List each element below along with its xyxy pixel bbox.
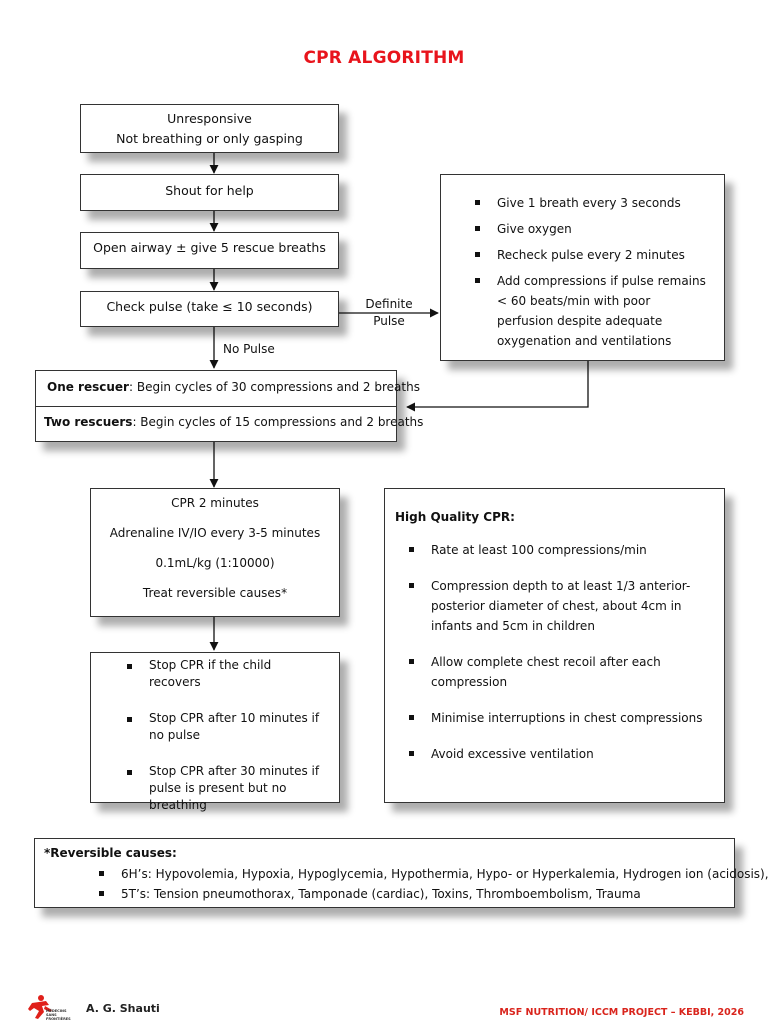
step-shout-for-help: Shout for help — [80, 174, 339, 211]
one-rescuer-text: : Begin cycles of 30 compressions and 2 … — [128, 380, 420, 394]
quality-item: Allow complete chest recoil after each c… — [409, 652, 712, 692]
cpr-2-minutes-box: CPR 2 minutes Adrenaline IV/IO every 3-5… — [90, 488, 340, 617]
reversible-causes-box: *Reversible causes: 6H’s: Hypovolemia, H… — [34, 838, 768, 908]
step-shout-label: Shout for help — [165, 183, 254, 198]
one-rescuer-row: One rescuer: Begin cycles of 30 compress… — [36, 371, 420, 407]
label-definite-pulse-1: Definite — [365, 297, 413, 311]
stop-cpr-item: Stop CPR if the child recovers — [127, 657, 325, 691]
step-unresponsive-line1: Unresponsive — [167, 111, 252, 126]
pulse-present-item: Recheck pulse every 2 minutes — [475, 245, 708, 265]
step-check-pulse-label: Check pulse (take ≤ 10 seconds) — [106, 299, 313, 314]
cpr-line: Treat reversible causes* — [142, 586, 288, 600]
arrow-pulsebox-rescuers — [406, 361, 589, 412]
step-unresponsive: Unresponsive Not breathing or only gaspi… — [80, 104, 339, 153]
two-rescuers-label: Two rescuers — [44, 415, 133, 429]
cpr-line: CPR 2 minutes — [171, 496, 259, 510]
quality-item: Minimise interruptions in chest compress… — [409, 708, 712, 728]
high-quality-cpr-heading: High Quality CPR: — [395, 510, 515, 524]
step-airway-label: Open airway ± give 5 rescue breaths — [93, 240, 326, 255]
reversible-causes-list: 6H’s: Hypovolemia, Hypoxia, Hypoglycemia… — [44, 864, 768, 904]
step-unresponsive-line2: Not breathing or only gasping — [116, 131, 303, 146]
pulse-present-item: Give 1 breath every 3 seconds — [475, 193, 708, 213]
footer-project: MSF NUTRITION/ ICCM PROJECT – KEBBI, 202… — [499, 1007, 744, 1018]
two-rescuers-row: Two rescuers: Begin cycles of 15 compres… — [36, 407, 423, 442]
stop-cpr-item: Stop CPR after 30 minutes if pulse is pr… — [127, 763, 325, 814]
label-definite-pulse: Definite Pulse — [354, 296, 424, 330]
msf-logo-text: MÉDECINS SANS FRONTIÈRES — [46, 1009, 71, 1021]
quality-item: Avoid excessive ventilation — [409, 744, 712, 764]
two-rescuers-text: : Begin cycles of 15 compressions and 2 … — [132, 415, 424, 429]
label-definite-pulse-2: Pulse — [373, 314, 405, 328]
one-rescuer-label: One rescuer — [47, 380, 129, 394]
stop-cpr-item: Stop CPR after 10 minutes if no pulse — [127, 710, 325, 744]
stop-cpr-list: Stop CPR if the child recovers Stop CPR … — [127, 657, 325, 814]
quality-item: Rate at least 100 compressions/min — [409, 540, 712, 560]
pulse-present-item: Give oxygen — [475, 219, 708, 239]
cpr-line: Adrenaline IV/IO every 3-5 minutes — [109, 526, 321, 540]
step-check-pulse: Check pulse (take ≤ 10 seconds) — [80, 291, 339, 327]
cpr-line: 0.1mL/kg (1:10000) — [155, 556, 275, 570]
footer-branding: MÉDECINS SANS FRONTIÈRES A. G. Shauti — [26, 994, 160, 1022]
stop-cpr-box: Stop CPR if the child recovers Stop CPR … — [90, 652, 340, 812]
quality-item: Compression depth to at least 1/3 anteri… — [409, 576, 712, 636]
reversible-cause-item: 5T’s: Tension pneumothorax, Tamponade (c… — [99, 884, 734, 904]
msf-runner-icon — [28, 995, 52, 1019]
reversible-causes-heading: *Reversible causes: — [44, 846, 177, 860]
step-open-airway: Open airway ± give 5 rescue breaths — [80, 232, 339, 269]
footer-author: A. G. Shauti — [86, 1001, 160, 1015]
pulse-present-box: Give 1 breath every 3 seconds Give oxyge… — [440, 174, 725, 361]
msf-logo: MÉDECINS SANS FRONTIÈRES — [26, 994, 74, 1022]
pulse-present-list: Give 1 breath every 3 seconds Give oxyge… — [475, 193, 708, 351]
pulse-present-item: Add compressions if pulse remains < 60 b… — [475, 271, 708, 351]
high-quality-cpr-box: High Quality CPR: Rate at least 100 comp… — [384, 488, 725, 803]
high-quality-cpr-list: Rate at least 100 compressions/min Compr… — [395, 540, 712, 764]
rescuers-box: One rescuer: Begin cycles of 30 compress… — [35, 370, 423, 442]
reversible-cause-item: 6H’s: Hypovolemia, Hypoxia, Hypoglycemia… — [99, 864, 768, 884]
page-title: CPR ALGORITHM — [303, 48, 465, 68]
label-no-pulse: No Pulse — [223, 342, 275, 356]
